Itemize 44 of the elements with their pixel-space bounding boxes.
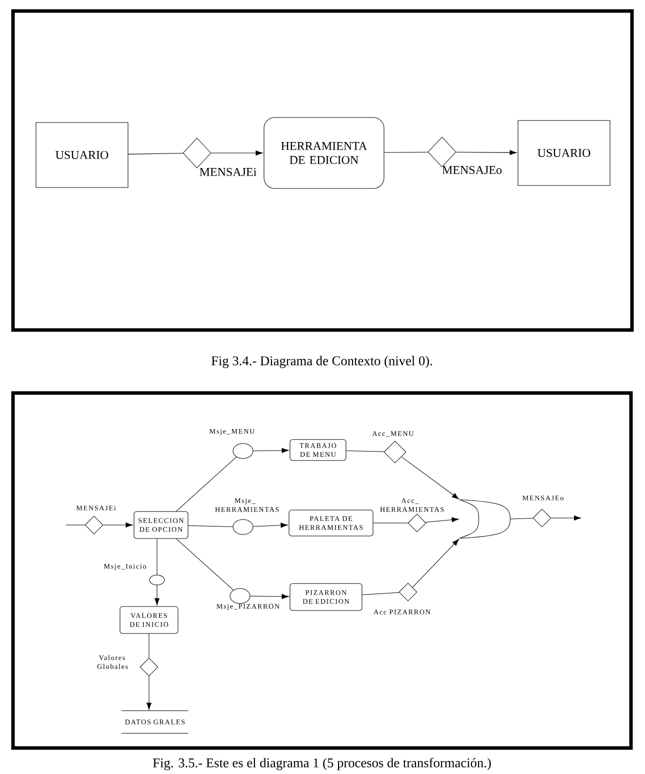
entity-box: USUARIO — [518, 120, 610, 186]
flow-diamond — [398, 582, 418, 602]
arrow — [425, 517, 459, 522]
arrow — [103, 522, 133, 528]
merge-symbol — [459, 499, 511, 539]
connector-line — [362, 592, 400, 596]
flow-circle — [232, 519, 254, 535]
arrow — [551, 516, 582, 520]
flow-diamond — [408, 514, 426, 532]
arrow — [211, 150, 263, 156]
process-box: HERRAMIENTA DE EDICION — [264, 117, 384, 189]
connector-line — [176, 538, 234, 590]
flow-label: MENSAJEi — [200, 168, 256, 176]
arrow — [146, 676, 152, 710]
figure-caption: Fig 3.4.- Diagrama de Contexto (nivel 0). — [211, 356, 432, 368]
flow-label: MENSAJEo — [442, 166, 502, 174]
connector-line — [176, 456, 237, 512]
flow-diamond — [84, 516, 104, 534]
arrow — [252, 522, 288, 528]
flow-diamond — [140, 658, 158, 676]
connector-line — [384, 152, 428, 153]
arrow — [250, 594, 289, 599]
connector-line — [346, 450, 384, 452]
entity-box: USUARIO — [36, 122, 128, 188]
arrow — [456, 150, 517, 156]
connector-line — [188, 525, 233, 528]
flow-diamond — [182, 138, 212, 168]
connector-line — [128, 152, 184, 154]
connector-line — [510, 518, 534, 520]
connector-line — [156, 538, 158, 575]
flow-diamond — [532, 508, 552, 528]
connector-line — [66, 524, 85, 526]
flow-diamond — [384, 440, 406, 464]
arrow — [253, 448, 289, 453]
flow-circle — [230, 588, 250, 604]
connector-line — [148, 634, 150, 658]
figure-caption: Fig. 3.5.- Este es el diagrama 1 (5 procesos de transformación.) — [152, 758, 491, 770]
arrow — [412, 538, 460, 588]
flow-diamond — [428, 136, 456, 168]
arrow — [154, 585, 160, 606]
flow-circle — [149, 574, 165, 586]
connector-line — [373, 522, 408, 524]
flow-circle — [232, 443, 254, 459]
arrow — [401, 456, 459, 500]
